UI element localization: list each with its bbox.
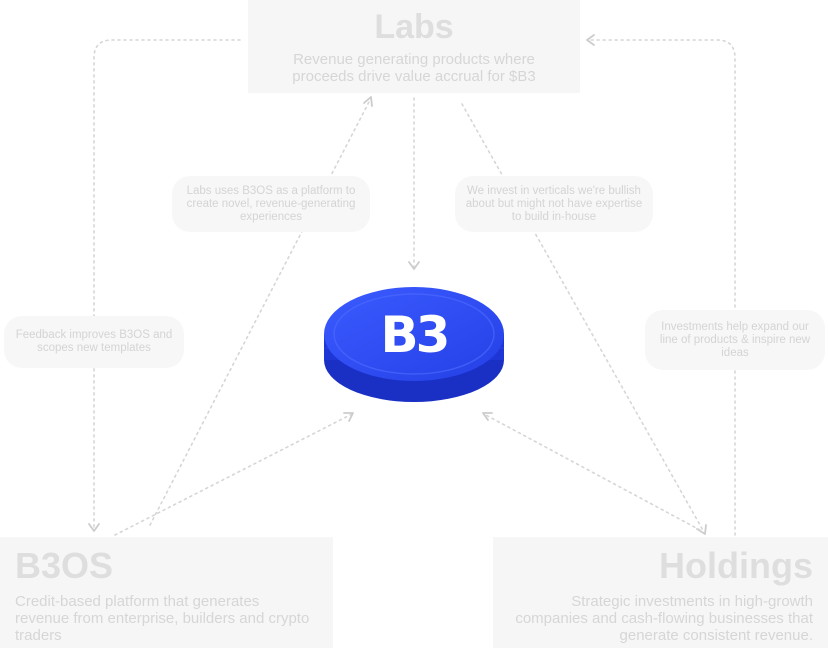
b3-coin-icon: B3 xyxy=(324,287,504,402)
edge-label-invest-verticals: We invest in verticals we're bullish abo… xyxy=(455,176,653,232)
b3os-title: B3OS xyxy=(15,545,114,586)
arrow-b3os-to-labs xyxy=(149,99,371,526)
arrowhead-labs-right xyxy=(586,34,595,46)
holdings-node: Holdings Strategic investments in high-g… xyxy=(493,537,828,648)
labs-node: Labs Revenue generating products where p… xyxy=(248,0,580,93)
edge-label-investments-help: Investments help expand our line of prod… xyxy=(645,310,825,370)
labs-title: Labs xyxy=(374,8,454,46)
arrowhead-coin-right xyxy=(482,412,493,421)
b3os-node: B3OS Credit-based platform that generate… xyxy=(0,537,333,648)
coin-face xyxy=(324,287,504,381)
arrow-labs-to-holdings xyxy=(461,103,705,533)
labs-description: Revenue generating products where procee… xyxy=(292,51,536,85)
arrow-holdings-to-labs xyxy=(587,39,736,536)
holdings-description: Strategic investments in high-growth com… xyxy=(515,593,813,644)
holdings-title: Holdings xyxy=(659,545,813,586)
edge-label-feedback: Feedback improves B3OS and scopes new te… xyxy=(4,316,184,368)
arrowhead-b3os-top xyxy=(88,523,100,532)
arrowhead-coin-top xyxy=(408,261,420,270)
coin-label: B3 xyxy=(381,306,448,364)
edge-label-labs-uses-b3os: Labs uses B3OS as a platform to create n… xyxy=(172,176,370,232)
arrow-holdings-to-coin xyxy=(483,413,701,531)
arrow-labs-to-b3os xyxy=(93,39,241,531)
arrowhead-labs-left xyxy=(363,96,373,107)
b3os-description: Credit-based platform that generates rev… xyxy=(15,593,310,644)
arrow-b3os-to-coin xyxy=(114,413,353,536)
arrowhead-coin-left xyxy=(343,412,354,422)
